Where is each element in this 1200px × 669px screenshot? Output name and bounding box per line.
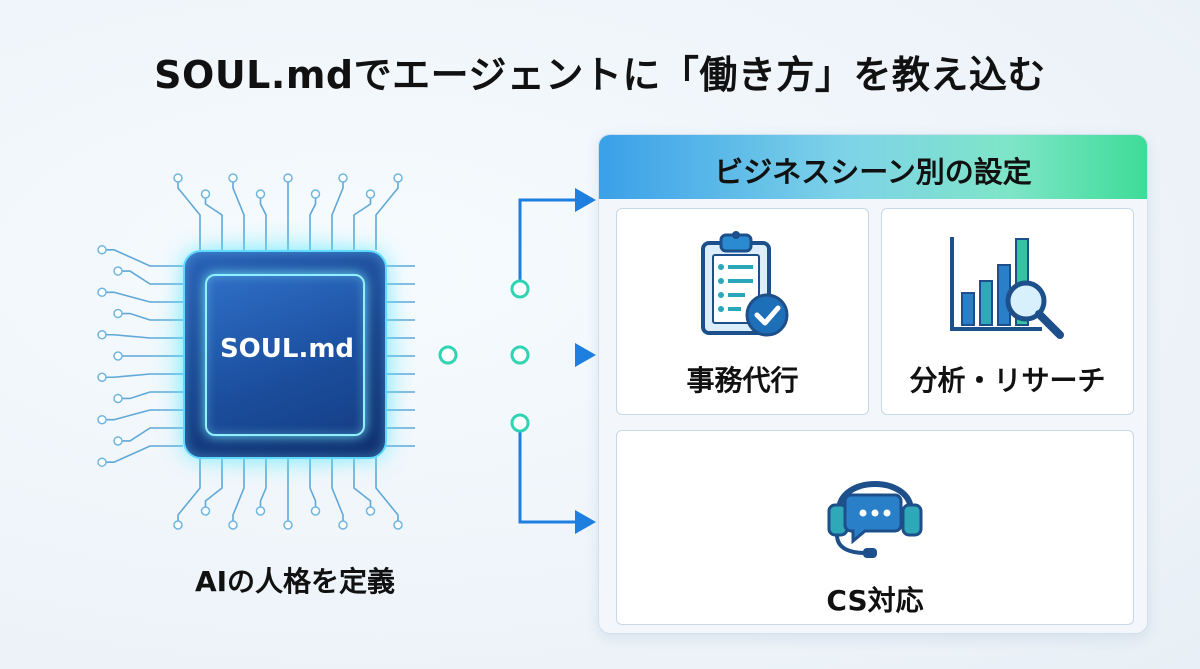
card-clerical: 事務代行 — [616, 208, 869, 415]
connector-top — [430, 188, 596, 299]
panel-header: ビジネスシーン別の設定 — [599, 135, 1147, 199]
clipboard-check-icon — [701, 231, 789, 337]
card-analysis: 分析・リサーチ — [881, 208, 1134, 415]
panel-title: ビジネスシーン別の設定 — [714, 155, 1032, 189]
bar-chart-magnifier-icon — [950, 237, 1064, 339]
persona-caption: AIの人格を定義 — [194, 565, 396, 598]
headset-chat-icon — [827, 481, 923, 558]
connector-bottom — [430, 413, 596, 534]
business-scene-panel: ビジネスシーン別の設定 事務代行 分析・リサーチ — [598, 134, 1148, 634]
card-cs: CS対応 — [616, 430, 1134, 625]
card-analysis-label: 分析・リサーチ — [909, 364, 1106, 397]
chip-core: SOUL.md — [205, 274, 365, 436]
connector-middle — [430, 343, 596, 367]
page-title: SOUL.mdでエージェントに「働き方」を教え込む — [154, 53, 1046, 97]
card-clerical-label: 事務代行 — [686, 364, 799, 397]
chip-pin-dots — [97, 173, 403, 530]
chip-label: SOUL.md — [219, 334, 355, 364]
soul-chip: SOUL.md — [183, 250, 387, 459]
card-cs-label: CS対応 — [826, 584, 924, 617]
